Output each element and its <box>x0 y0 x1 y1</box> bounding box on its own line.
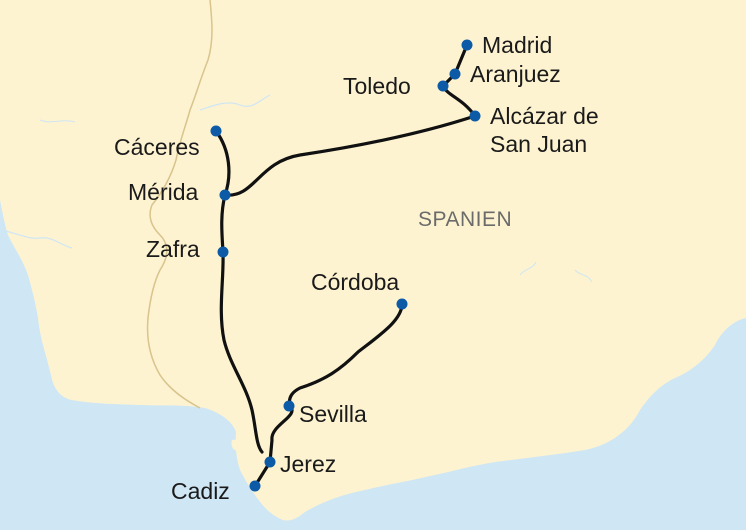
stop-caceres[interactable] <box>210 125 222 137</box>
label-cadiz: Cadiz <box>171 478 230 504</box>
stop-alcazar[interactable] <box>469 110 481 122</box>
country-label: SPANIEN <box>418 208 512 231</box>
label-sevilla: Sevilla <box>299 401 367 427</box>
label-zafra: Zafra <box>146 236 200 262</box>
river <box>574 269 593 283</box>
label-toledo: Toledo <box>343 73 411 99</box>
label-cordoba: Córdoba <box>311 269 399 295</box>
stop-madrid[interactable] <box>461 39 473 51</box>
label-caceres: Cáceres <box>114 134 200 160</box>
stop-cadiz[interactable] <box>249 480 261 492</box>
label-merida: Mérida <box>128 179 199 205</box>
label-alcazar-line1: Alcázar de <box>490 103 599 129</box>
label-madrid: Madrid <box>482 32 552 58</box>
route-line <box>214 43 477 488</box>
stop-aranjuez[interactable] <box>449 68 461 80</box>
stop-jerez[interactable] <box>264 456 276 468</box>
portugal-border <box>146 0 213 409</box>
river <box>0 229 73 249</box>
stop-merida[interactable] <box>219 189 231 201</box>
label-alcazar-line2: San Juan <box>490 131 587 157</box>
label-aranjuez: Aranjuez <box>470 61 561 87</box>
stop-cordoba[interactable] <box>396 298 408 310</box>
river <box>519 261 537 276</box>
river <box>199 94 271 111</box>
label-jerez: Jerez <box>280 451 336 477</box>
coast-detail <box>231 439 240 451</box>
river <box>39 119 76 123</box>
stop-zafra[interactable] <box>217 246 229 258</box>
stop-sevilla[interactable] <box>283 400 295 412</box>
stop-toledo[interactable] <box>437 80 449 92</box>
